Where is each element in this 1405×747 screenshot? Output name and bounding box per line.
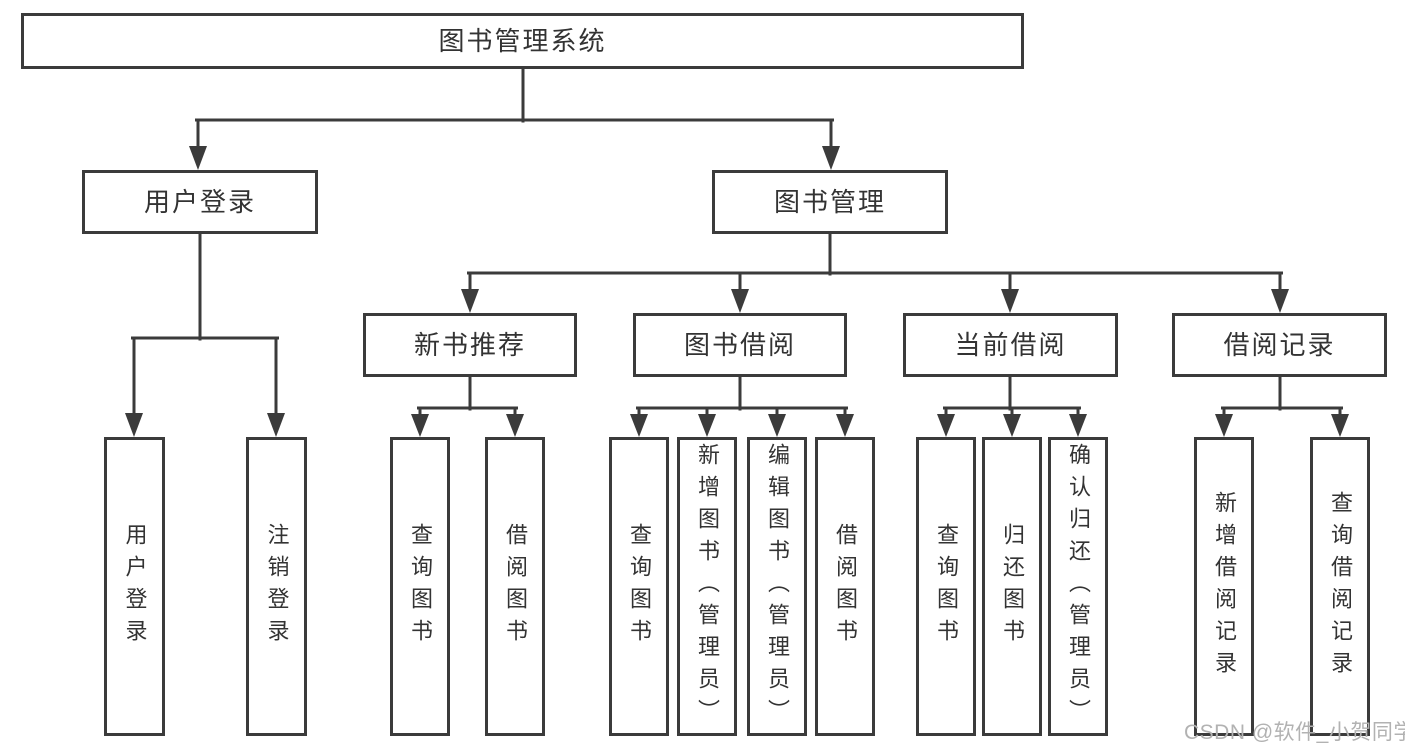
leaf-borrow-books-1-label: 借阅图书 [503, 522, 528, 651]
watermark: CSDN @软件_小贺同学 [1184, 721, 1405, 744]
node-new-book-recommend-label: 新书推荐 [413, 330, 526, 360]
leaf-query-books-1-label: 查询图书 [408, 522, 433, 651]
leaf-confirm-return-admin-label: 确认归还（管理员） [1066, 442, 1091, 731]
leaf-add-books-admin: 新增图书（管理员） [677, 437, 737, 736]
node-current-borrow-label: 当前借阅 [954, 330, 1067, 360]
node-borrow-records-label: 借阅记录 [1223, 330, 1336, 360]
connector-book-management-to-level3 [461, 232, 1289, 313]
leaf-query-books-2-label: 查询图书 [627, 522, 652, 651]
leaf-return-books-label: 归还图书 [1000, 522, 1025, 651]
node-root-label: 图书管理系统 [438, 26, 607, 56]
leaf-borrow-books-2-label: 借阅图书 [833, 522, 858, 651]
leaf-query-borrow-record: 查询借阅记录 [1310, 437, 1370, 736]
leaf-return-books: 归还图书 [982, 437, 1042, 736]
node-borrow-records: 借阅记录 [1172, 313, 1387, 377]
leaf-query-books-1: 查询图书 [390, 437, 450, 736]
node-current-borrow: 当前借阅 [903, 313, 1118, 377]
leaf-borrow-books-1: 借阅图书 [485, 437, 545, 736]
leaf-user-login: 用户登录 [104, 437, 165, 736]
node-book-borrow: 图书借阅 [633, 313, 847, 377]
node-new-book-recommend: 新书推荐 [363, 313, 577, 377]
leaf-edit-books-admin-label: 编辑图书（管理员） [765, 442, 790, 731]
leaf-add-books-admin-label: 新增图书（管理员） [695, 442, 720, 731]
connector-book-borrow-to-leaves [630, 375, 854, 437]
leaf-query-books-2: 查询图书 [609, 437, 669, 736]
leaf-logout-label: 注销登录 [264, 522, 290, 651]
leaf-add-borrow-record: 新增借阅记录 [1194, 437, 1254, 736]
leaf-add-borrow-record-label: 新增借阅记录 [1212, 490, 1237, 683]
connector-user-login-to-leaves [125, 232, 285, 437]
leaf-borrow-books-2: 借阅图书 [815, 437, 875, 736]
node-user-login-label: 用户登录 [143, 187, 256, 217]
connector-root-to-level2 [189, 67, 840, 170]
node-book-management: 图书管理 [712, 170, 948, 234]
leaf-query-books-3-label: 查询图书 [934, 522, 959, 651]
leaf-query-borrow-record-label: 查询借阅记录 [1328, 490, 1353, 683]
node-user-login: 用户登录 [82, 170, 318, 234]
leaf-logout: 注销登录 [246, 437, 307, 736]
leaf-user-login-label: 用户登录 [122, 522, 148, 651]
node-book-borrow-label: 图书借阅 [683, 330, 796, 360]
node-root: 图书管理系统 [21, 13, 1024, 69]
leaf-confirm-return-admin: 确认归还（管理员） [1048, 437, 1108, 736]
node-book-management-label: 图书管理 [773, 187, 886, 217]
connector-new-book-to-leaves [411, 375, 524, 437]
connector-borrow-records-to-leaves [1215, 375, 1349, 437]
leaf-edit-books-admin: 编辑图书（管理员） [747, 437, 807, 736]
leaf-query-books-3: 查询图书 [916, 437, 976, 736]
connector-current-borrow-to-leaves [937, 375, 1087, 437]
